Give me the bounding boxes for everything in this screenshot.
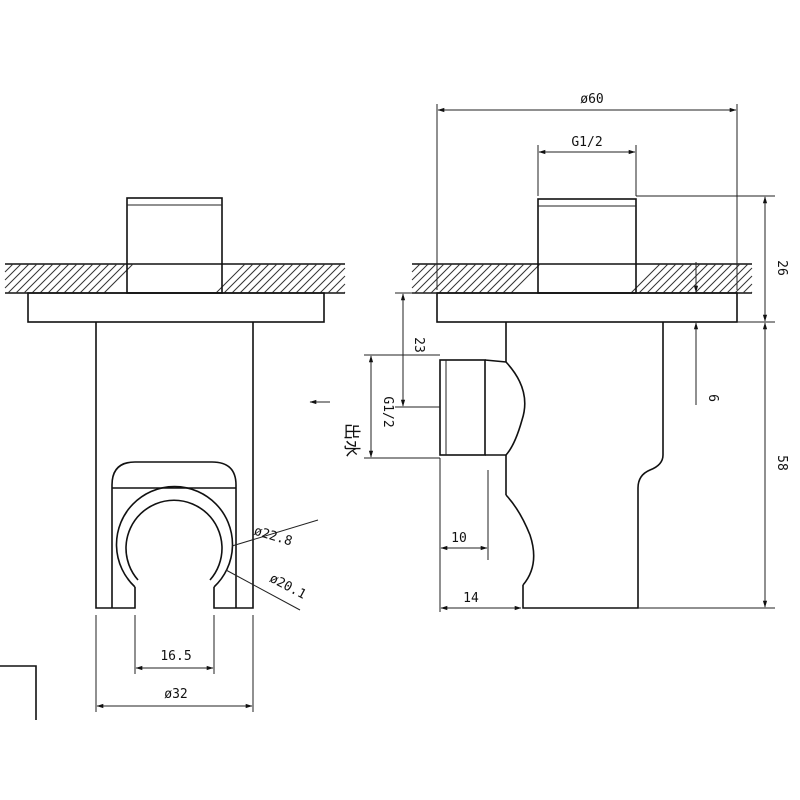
hatch-line [446, 263, 477, 294]
front-holder-cup [111, 461, 237, 608]
dim-body-height: 58 [774, 455, 789, 471]
hatch-line [654, 263, 685, 294]
hatch-line [662, 263, 693, 294]
hatch-line [718, 263, 749, 294]
hatch-line [223, 263, 254, 294]
hatch-line [255, 263, 286, 294]
hatch-line [4, 263, 30, 289]
hatch-line [303, 263, 334, 294]
hatch-line [287, 263, 318, 294]
dim-opening: 16.5 [160, 649, 191, 664]
hatch-line [478, 263, 509, 294]
hatch-line [726, 267, 753, 294]
hatch-line [63, 263, 94, 294]
dim-inner-arc: ø20.1 [267, 571, 309, 603]
hatch-line [710, 263, 741, 294]
side-inlet-pipe [537, 198, 637, 294]
front-wall-hatch [4, 263, 346, 294]
front-inlet-pipe [126, 197, 223, 294]
hatch-line [510, 263, 541, 294]
hatch-line [686, 263, 717, 294]
hatch-line [411, 263, 421, 273]
front-flange [27, 292, 325, 323]
dim-outlet-offset: 23 [411, 337, 426, 353]
front-body [95, 322, 254, 609]
hatch-line [87, 263, 118, 294]
dim-width: ø32 [164, 687, 187, 702]
hatch-line [734, 275, 753, 294]
hatch-line [486, 263, 517, 294]
hatch-line [494, 263, 525, 294]
front-view: ø22.8 ø20.1 16.5 ø32 [0, 197, 346, 720]
hatch-line [742, 283, 753, 294]
hatch-line [430, 263, 461, 294]
dim-outlet-thread: G1/2 [380, 396, 395, 427]
hatch-line [103, 263, 134, 294]
hatch-line [502, 263, 533, 294]
hatch-line [7, 263, 38, 294]
dim-flange-height: 26 [774, 260, 789, 276]
hatch-line [638, 263, 669, 294]
outlet-label: 出水 [341, 423, 361, 457]
hatch-line [263, 263, 294, 294]
hatch-line [31, 263, 62, 294]
hatch-line [47, 263, 78, 294]
dim-inlet-thread: G1/2 [571, 135, 602, 150]
dim-wall: 6 [705, 394, 720, 402]
hatch-line [279, 263, 310, 294]
front-holder-ring-inner [125, 499, 223, 581]
hatch-line [646, 263, 677, 294]
hatch-line [694, 263, 725, 294]
hatch-line [311, 263, 342, 294]
front-holder-ring-outer [115, 485, 234, 588]
hatch-line [319, 267, 346, 294]
hatch-line [343, 291, 346, 294]
dim-outlet-depth: 14 [463, 591, 479, 606]
hatch-line [39, 263, 70, 294]
dim-outlet-len: 10 [451, 531, 467, 546]
side-view: ø60 G1/2 26 58 6 23 G1/2 出水 [309, 92, 789, 612]
hatch-line [462, 263, 493, 294]
hatch-line [71, 263, 102, 294]
hatch-line [678, 263, 709, 294]
side-outlet-thread [439, 359, 486, 456]
hatch-line [670, 263, 701, 294]
side-wall-hatch [411, 263, 753, 294]
hatch-line [411, 263, 437, 289]
hatch-line [750, 291, 753, 294]
side-flange [436, 292, 738, 323]
hatch-line [454, 263, 485, 294]
hatch-line [327, 275, 346, 294]
side-holder [505, 494, 535, 586]
hatch-line [55, 263, 86, 294]
hatch-line [79, 263, 110, 294]
corner-frame [0, 665, 37, 720]
side-body [505, 322, 664, 609]
hatch-line [215, 263, 246, 294]
hatch-line [470, 263, 501, 294]
hatch-line [335, 283, 346, 294]
hatch-line [239, 263, 270, 294]
hatch-line [702, 263, 733, 294]
hatch-line [95, 263, 126, 294]
hatch-line [4, 263, 14, 273]
hatch-line [414, 263, 445, 294]
dim-outer-arc: ø22.8 [252, 524, 294, 550]
dim-flange: ø60 [580, 92, 603, 107]
hatch-line [438, 263, 469, 294]
hatch-line [411, 263, 429, 281]
hatch-line [271, 263, 302, 294]
hatch-line [231, 263, 262, 294]
hatch-line [247, 263, 278, 294]
hatch-line [295, 263, 326, 294]
hatch-line [23, 263, 54, 294]
hatch-line [15, 263, 46, 294]
hatch-line [4, 263, 22, 281]
